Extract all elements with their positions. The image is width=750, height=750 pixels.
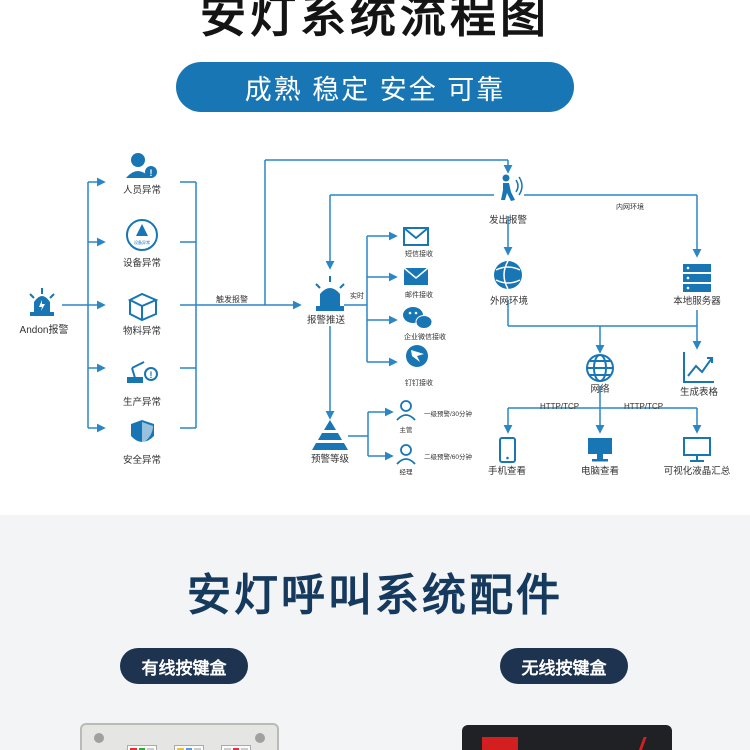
andon-lamp-icon: [29, 288, 55, 316]
category-label-4: 安全异常: [123, 454, 161, 466]
category-label-2: 物料异常: [123, 325, 161, 337]
intranet-label: 内网环境: [616, 202, 644, 211]
mobile-phone-icon: [499, 437, 516, 463]
sms-icon: [403, 227, 429, 246]
warning-level-label: 预警等级: [311, 453, 350, 465]
protocol-left-label: HTTP/TCP: [540, 402, 579, 411]
issue-alarm-label: 发出报警: [489, 214, 528, 226]
device-gauge-icon: 设备异常: [126, 219, 158, 251]
category-label-0: 人员异常: [123, 184, 161, 196]
flow-diagram: Andon报警 ! 人员异常 设备异常 设备异常 物料异常 ! 生: [20, 153, 731, 477]
svg-text:!: !: [150, 370, 153, 380]
trigger-label: 触发报警: [216, 294, 248, 304]
level-desc-1: 二级预警/60分钟: [424, 452, 473, 461]
report-label: 生成表格: [680, 386, 719, 398]
server-icon: [683, 264, 711, 292]
wechat-icon: [403, 307, 433, 329]
local-server-label: 本地服务器: [673, 295, 721, 307]
supervisor-icon: [396, 400, 416, 421]
channel-label-2: 企业微信接收: [404, 332, 446, 341]
slogan-banner: 成熟 稳定 安全 可靠: [176, 62, 574, 112]
wireless-button-box-image: [462, 725, 672, 750]
pyramid-icon: [312, 420, 348, 450]
alarm-push-label: 报警推送: [307, 314, 346, 326]
extranet-globe-icon: [494, 260, 522, 290]
channel-label-0: 短信接收: [405, 249, 433, 258]
wired-button-box-image: [80, 723, 279, 750]
category-label-3: 生产异常: [123, 396, 161, 408]
wireless-button-box-badge: 无线按键盒: [500, 648, 628, 684]
accessories-title: 安灯呼叫系统配件: [187, 571, 563, 620]
brand-logo-icon: [636, 737, 665, 750]
endpoint-label-0: 手机查看: [488, 465, 526, 477]
extranet-label: 外网环境: [490, 295, 529, 307]
level-role-1: 经理: [400, 467, 414, 476]
accessories-section: 安灯呼叫系统配件 有线按键盒 无线按键盒: [0, 515, 750, 750]
andon-label: Andon报警: [20, 323, 69, 336]
flowchart-section: 安灯系统流程图 成熟 稳定 安全 可靠: [19, 0, 731, 477]
lcd-monitor-icon: [683, 437, 711, 462]
realtime-label: 实时: [350, 291, 364, 300]
robot-arm-icon: !: [127, 361, 158, 383]
network-label: 网络: [590, 383, 610, 395]
endpoint-label-1: 电脑查看: [581, 465, 619, 477]
email-icon: [403, 267, 429, 285]
siren-icon: [315, 276, 345, 311]
material-box-icon: [127, 292, 159, 322]
person-alert-icon: !: [126, 153, 157, 178]
svg-text:!: !: [150, 168, 153, 178]
level-role-0: 主管: [400, 425, 414, 434]
level-desc-0: 一级预警/30分钟: [424, 409, 473, 418]
page-title: 安灯系统流程图: [200, 0, 550, 42]
network-globe-icon: [586, 354, 614, 382]
device-icon-text: 设备异常: [134, 239, 150, 245]
endpoint-label-2: 可视化液晶汇总: [664, 465, 731, 477]
category-label-1: 设备异常: [123, 257, 161, 269]
channel-label-3: 钉钉接收: [405, 378, 433, 387]
channel-label-1: 邮件接收: [405, 290, 433, 299]
manager-icon: [396, 444, 416, 465]
wired-button-box-badge: 有线按键盒: [120, 648, 248, 684]
safety-shield-icon: [131, 420, 154, 444]
protocol-right-label: HTTP/TCP: [624, 402, 663, 411]
desktop-computer-icon: [588, 438, 612, 462]
walking-person-alarm-icon: [501, 174, 523, 201]
report-chart-icon: [683, 352, 714, 383]
dingtalk-icon: [406, 345, 428, 367]
